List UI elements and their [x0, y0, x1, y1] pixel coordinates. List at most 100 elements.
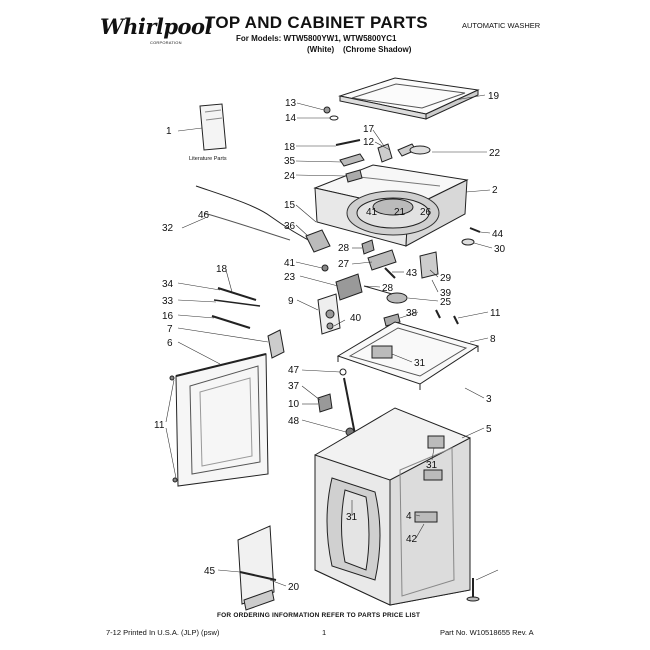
top-panel	[313, 164, 469, 247]
spring	[211, 315, 251, 329]
callout-38: 38	[406, 308, 418, 319]
lid	[338, 77, 480, 120]
page-number: 1	[322, 628, 327, 637]
brand-logo: Whirlpool	[100, 14, 213, 39]
literature-parts-label: Literature Parts	[189, 156, 227, 162]
callout-6: 6	[167, 338, 173, 349]
callout-42: 45	[204, 566, 216, 577]
callout-27: 27	[338, 259, 350, 270]
model-numbers: For Models: WTW5800YW1, WTW5800YC1	[236, 34, 397, 43]
callout-labels: 13 14 19 17 12 18 35 22 24 1 2 15 41 21 …	[154, 91, 506, 593]
callout-41b: 41	[284, 258, 296, 269]
lid-switch-assembly	[305, 229, 331, 253]
callout-30: 30	[494, 244, 506, 255]
label-plate	[423, 469, 443, 481]
callout-25: 25	[440, 297, 452, 308]
spring-clip	[386, 292, 408, 304]
callout-35: 35	[284, 156, 296, 167]
washer	[339, 368, 347, 376]
actuator-assembly	[335, 273, 363, 301]
leader-lines	[165, 94, 499, 587]
rod	[213, 299, 261, 307]
callout-44: 44	[492, 229, 504, 240]
screw	[321, 264, 329, 272]
dispenser-part	[419, 251, 439, 279]
grommet	[461, 238, 475, 246]
rear-leg-bracket	[237, 525, 275, 605]
document-part-number: Part No. W10518655 Rev. A	[440, 628, 534, 637]
callout-4: 42	[406, 534, 418, 545]
callout-39: 39	[440, 288, 452, 299]
callout-7: 7	[167, 324, 173, 335]
callout-36: 36	[284, 221, 296, 232]
screw	[169, 375, 175, 381]
callout-37: 37	[288, 381, 300, 392]
callout-1: 1	[166, 126, 172, 137]
screw	[469, 227, 481, 233]
callout-40: 40	[350, 313, 362, 324]
callout-3: 3	[486, 394, 492, 405]
callout-19: 19	[488, 91, 500, 102]
callout-11b: 11	[154, 420, 165, 431]
callout-31: 31	[414, 358, 426, 369]
cabinet-frame	[336, 321, 480, 390]
callout-8: 8	[490, 334, 496, 345]
switch-actuator	[339, 153, 365, 167]
callout-41: 41	[366, 207, 378, 218]
wire	[363, 285, 393, 295]
cabinet	[314, 407, 471, 606]
callout-18b: 18	[216, 264, 228, 275]
rear-panel	[175, 353, 269, 487]
callout-12: 12	[363, 137, 375, 148]
wire-harness-lead	[203, 212, 291, 241]
callout-24: 24	[284, 171, 296, 182]
callout-48: 48	[288, 416, 300, 427]
callout-31d: 4	[406, 511, 412, 522]
literature-booklet	[199, 103, 227, 151]
damper-cap	[317, 393, 333, 413]
callout-17: 17	[363, 124, 375, 135]
callout-31c: 31	[346, 512, 358, 523]
callout-11: 11	[490, 308, 501, 319]
leveling-foot	[466, 596, 480, 602]
page-title: TOP AND CABINET PARTS	[205, 13, 428, 32]
callout-26: 26	[420, 207, 432, 218]
bracket	[367, 249, 397, 271]
print-info: 7-12 Printed In U.S.A. (JLP) (psw)	[106, 628, 220, 637]
callout-34: 34	[162, 279, 174, 290]
hinge-part	[323, 106, 331, 114]
hinge-bracket	[377, 143, 393, 163]
document-type: AUTOMATIC WASHER	[462, 21, 541, 30]
label-plate	[414, 511, 438, 523]
callout-46: 46	[198, 210, 210, 221]
callout-47: 47	[288, 365, 300, 376]
snubber	[325, 309, 335, 319]
callout-14: 14	[285, 113, 297, 124]
callout-23: 23	[284, 272, 296, 283]
strap	[217, 287, 257, 301]
lid-switch	[345, 169, 363, 183]
callout-10: 10	[288, 399, 300, 410]
screw	[435, 309, 441, 319]
callout-21: 21	[394, 207, 406, 218]
callout-31b: 31	[426, 460, 438, 471]
lid-bumper	[409, 145, 431, 155]
callout-9: 9	[288, 296, 294, 307]
callout-15: 15	[284, 200, 296, 211]
screw	[335, 139, 361, 146]
clip-bracket	[267, 329, 285, 359]
wire-harness	[195, 185, 317, 245]
callout-32: 32	[162, 223, 174, 234]
callout-16: 16	[162, 311, 174, 322]
label-plate	[371, 345, 393, 359]
callout-22: 22	[489, 148, 501, 159]
callout-5: 5	[486, 424, 492, 435]
ordering-note: FOR ORDERING INFORMATION REFER TO PARTS …	[217, 612, 421, 619]
brand-logo-subtitle: CORPORATION	[150, 40, 182, 45]
model-colors: (White) (Chrome Shadow)	[307, 45, 412, 54]
callout-33: 33	[162, 296, 174, 307]
callout-43: 43	[406, 268, 418, 279]
callout-45: 20	[288, 582, 300, 593]
screw	[172, 477, 178, 483]
